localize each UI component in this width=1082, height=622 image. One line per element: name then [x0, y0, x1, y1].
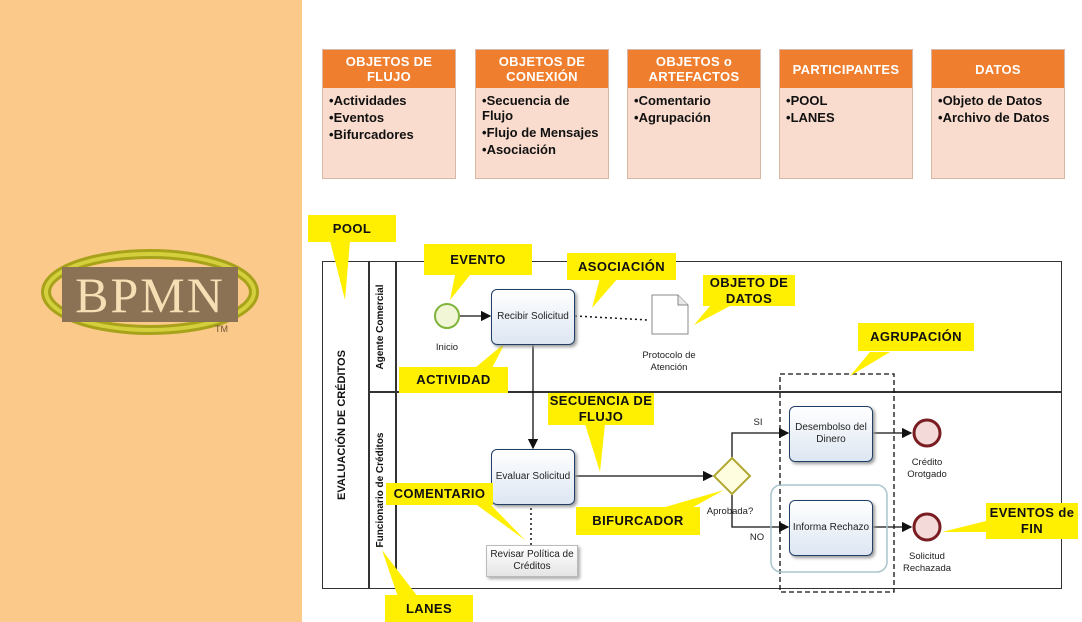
callout-pool: POOL — [308, 215, 396, 242]
category-item: Comentario — [634, 93, 754, 108]
no-label: NO — [749, 532, 765, 543]
category-item: Agrupación — [634, 110, 754, 125]
task-recibir-solicitud: Recibir Solicitud — [491, 289, 575, 345]
category-title: OBJETOS DE CONEXIÓN — [476, 50, 608, 88]
category-item: Objeto de Datos — [938, 93, 1058, 108]
bpmn-logo-tm: TM — [215, 324, 228, 334]
task-evaluar-solicitud: Evaluar Solicitud — [491, 449, 575, 505]
category-title: DATOS — [932, 50, 1064, 88]
category-card-participantes: PARTICIPANTES POOL LANES — [779, 49, 913, 179]
category-item: Bifurcadores — [329, 127, 449, 142]
callout-comentario: COMENTARIO — [386, 483, 493, 505]
callout-secuencia-flujo: SECUENCIA DE FLUJO — [548, 393, 654, 425]
task-desembolso: Desembolso del Dinero — [789, 406, 873, 462]
task-informa-rechazo: Informa Rechazo — [789, 500, 873, 556]
category-card-datos: DATOS Objeto de Datos Archivo de Datos — [931, 49, 1065, 179]
yes-label: SI — [753, 417, 763, 428]
category-item: Eventos — [329, 110, 449, 125]
category-item: Archivo de Datos — [938, 110, 1058, 125]
callout-evento: EVENTO — [424, 244, 532, 275]
bpmn-logo-graphic — [41, 249, 259, 335]
callout-asociacion: ASOCIACIÓN — [567, 253, 676, 280]
category-item: Secuencia de Flujo — [482, 93, 602, 123]
comment-annotation: Revisar Política de Créditos — [486, 545, 578, 577]
category-item: Actividades — [329, 93, 449, 108]
callout-objeto-datos: OBJETO DE DATOS — [703, 275, 795, 306]
category-title: OBJETOS o ARTEFACTOS — [628, 50, 760, 88]
category-title: PARTICIPANTES — [780, 50, 912, 88]
end-event-label-credito: Crédito Orotgado — [907, 457, 947, 480]
callout-lanes: LANES — [385, 595, 473, 622]
callout-agrupacion: AGRUPACIÓN — [858, 323, 974, 351]
callout-actividad: ACTIVIDAD — [399, 367, 508, 393]
data-object-label: Protocolo de Atención — [642, 350, 696, 373]
category-item: Asociación — [482, 142, 602, 157]
bpmn-logo-text: BPMN — [75, 266, 225, 323]
bpmn-logo: BPMN TM — [40, 240, 260, 340]
category-title: OBJETOS DE FLUJO — [323, 50, 455, 88]
gateway-label: Aprobada? — [706, 506, 754, 517]
pool-frame — [322, 261, 1062, 589]
end-event-label-rechazada: Solicitud Rechazada — [902, 551, 952, 574]
category-card-conexion: OBJETOS DE CONEXIÓN Secuencia de Flujo F… — [475, 49, 609, 179]
start-event-label: Inicio — [435, 342, 459, 353]
callout-eventos-fin: EVENTOS de FIN — [986, 503, 1078, 539]
category-card-artefactos: OBJETOS o ARTEFACTOS Comentario Agrupaci… — [627, 49, 761, 179]
category-item: LANES — [786, 110, 906, 125]
category-item: POOL — [786, 93, 906, 108]
category-item: Flujo de Mensajes — [482, 125, 602, 140]
category-card-flujo: OBJETOS DE FLUJO Actividades Eventos Bif… — [322, 49, 456, 179]
lane-divider — [368, 391, 1062, 393]
lane-header-divider — [395, 261, 397, 589]
pool-header-divider — [368, 261, 370, 589]
callout-bifurcador: BIFURCADOR — [576, 507, 700, 535]
